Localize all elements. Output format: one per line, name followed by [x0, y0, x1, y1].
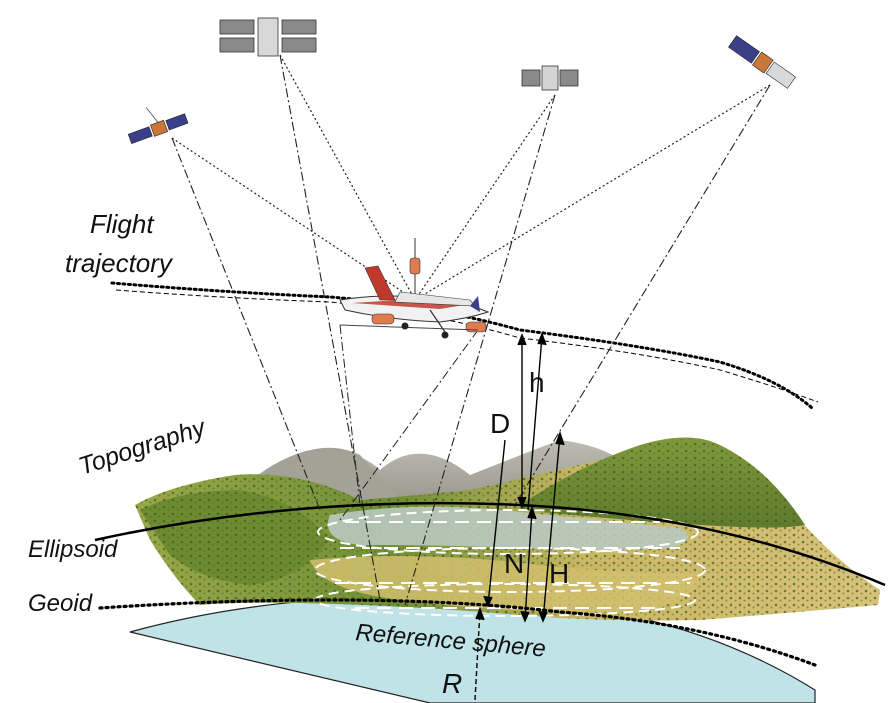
geoid-curve	[98, 598, 817, 667]
N-label: N	[504, 548, 524, 579]
lake	[328, 506, 688, 550]
R-label: R	[442, 668, 462, 699]
geoid-label: Geoid	[28, 590, 93, 617]
aircraft-ground-links	[339, 324, 479, 521]
satellite-aircraft-links	[171, 54, 771, 301]
D-label: D	[490, 408, 510, 439]
ellipsoid-curve	[94, 501, 886, 587]
satellite-ground-links	[171, 54, 771, 606]
ellipsoid-label: Ellipsoid	[28, 536, 118, 563]
h-label: h	[529, 367, 545, 398]
satellite-icon	[127, 107, 189, 145]
satellite-icon	[219, 17, 317, 57]
flight-trajectory	[110, 281, 819, 410]
flight-trajectory-label-line2: trajectory	[65, 248, 174, 278]
satellite-icon	[521, 65, 579, 91]
measurement-arrows	[474, 332, 565, 701]
satellite-icon	[728, 35, 796, 89]
aircraft-icon	[339, 238, 490, 339]
H-label: H	[549, 558, 569, 589]
topography-label: Topography	[75, 413, 210, 481]
terrain	[135, 437, 880, 621]
flight-trajectory-label-line1: Flight	[90, 209, 155, 239]
